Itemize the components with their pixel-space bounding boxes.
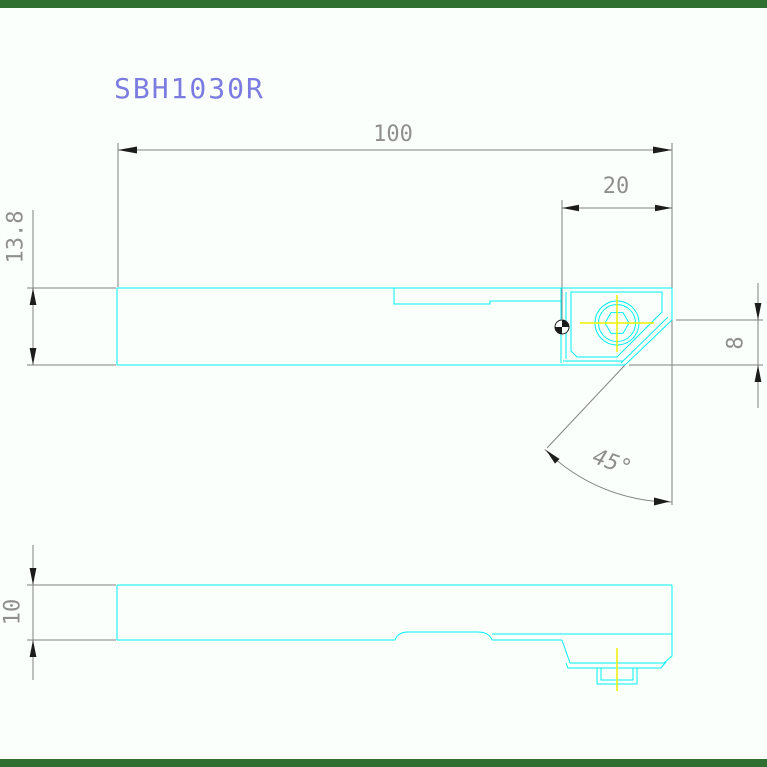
arrow-13.8-bottom (29, 348, 37, 365)
arrow-45-right (654, 497, 670, 506)
center-mark-icon (554, 319, 570, 335)
chamfer-outer (624, 319, 673, 366)
plan-right-edge (663, 585, 673, 664)
drawing-title: SBH1030R (114, 72, 265, 105)
dim-text-shank-width: 10 (1, 599, 26, 626)
arrow-8-top (754, 303, 762, 320)
chamfer-inner (620, 316, 669, 364)
plan-view (116, 584, 673, 685)
part-geometry (116, 287, 673, 685)
arrow-20-right (655, 204, 672, 212)
dim-text-chamfer-angle: 45° (589, 444, 635, 481)
dimension-lines (27, 143, 763, 680)
arrow-45-left (546, 450, 560, 464)
bottom-bump (394, 631, 493, 641)
dim-text-shank-height: 13.8 (4, 211, 29, 264)
arrow-13.8-top (29, 288, 37, 305)
side-view (116, 287, 673, 366)
dim-text-head-length: 20 (603, 174, 630, 199)
bottom-border-bar (0, 759, 767, 767)
arrow-10-bottom (29, 640, 37, 657)
insert-outline (570, 291, 663, 358)
arrow-100-left (118, 146, 137, 154)
dim-text-overall-length: 100 (373, 122, 413, 147)
arrow-20-left (562, 204, 579, 212)
arrow-10-top (29, 568, 37, 585)
plan-insert-left-slant (561, 639, 571, 664)
top-notch (393, 288, 561, 305)
dim-text-tip-height: 8 (724, 336, 749, 349)
arrow-8-bottom (754, 365, 762, 382)
arrow-100-right (653, 146, 672, 154)
centerlines (580, 295, 654, 691)
top-border-bar (0, 0, 767, 8)
plan-insert-outer-line (565, 661, 667, 669)
ext-line-chamfer (546, 364, 626, 449)
dimension-arrows (29, 146, 762, 657)
